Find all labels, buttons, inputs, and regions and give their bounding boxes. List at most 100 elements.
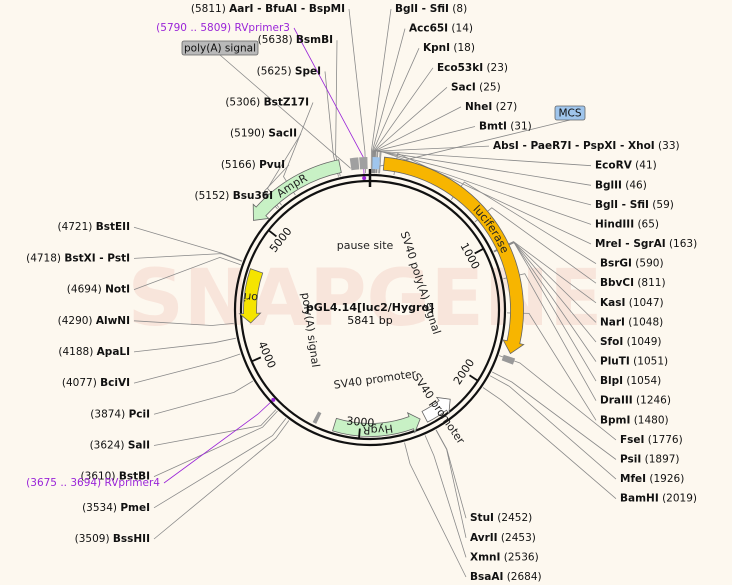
feature-box-label: poly(A) signal (184, 43, 256, 55)
restriction-site-label[interactable]: BpmI (1480) (600, 414, 669, 426)
inner-label: pause site (337, 239, 394, 252)
restriction-site-label[interactable]: (3874) PciI (90, 408, 150, 420)
restriction-site-label[interactable]: (4077) BciVI (62, 377, 130, 389)
primer-marker (271, 397, 276, 402)
restriction-site-label[interactable]: (5625) SpeI (257, 65, 321, 77)
feature-box[interactable] (554, 105, 586, 121)
leader-line (490, 375, 617, 480)
restriction-site-label[interactable]: BglI - SfiI (59) (595, 199, 674, 211)
restriction-site-label[interactable]: AbsI - PaeR7I - PspXI - XhoI (33) (493, 140, 680, 152)
leader-line (133, 226, 243, 262)
restriction-site-label[interactable]: NheI (27) (465, 101, 517, 113)
restriction-site-label[interactable]: BlpI (1054) (600, 375, 661, 387)
restriction-site-label[interactable]: (5166) PvuI (221, 159, 285, 171)
restriction-site-label[interactable]: BglII (46) (595, 179, 647, 191)
feature-box-label: MCS (558, 108, 581, 120)
restriction-site-label[interactable]: (3624) SalI (90, 439, 150, 451)
feature-luciferase (382, 156, 525, 355)
primer-label[interactable]: (5790 .. 5809) RVprimer3 (156, 22, 290, 34)
restriction-site-label[interactable]: FseI (1776) (620, 434, 683, 446)
restriction-site-label[interactable]: AvrII (2453) (470, 532, 536, 544)
primer-marker (362, 176, 367, 181)
leader-line (370, 8, 392, 174)
restriction-site-label[interactable]: (4290) AlwNI (58, 315, 130, 327)
leader-line (153, 417, 287, 509)
leader-line (153, 420, 290, 540)
restriction-site-label[interactable]: KpnI (18) (423, 42, 475, 54)
restriction-site-label[interactable]: (3610) BstBI (81, 471, 150, 483)
restriction-site-label[interactable]: (3534) PmeI (82, 502, 150, 514)
feature-marker (312, 411, 322, 424)
inner-label: SV40 promoter (333, 367, 418, 391)
restriction-site-label[interactable]: (5811) AarI - BfuAI - BspMI (191, 3, 345, 15)
box-leader (375, 119, 571, 168)
tick-mark (268, 229, 277, 238)
tick-mark (469, 374, 479, 382)
tick-mark (358, 428, 361, 439)
restriction-site-label[interactable]: PluTI (1051) (600, 356, 668, 368)
leader-line (348, 8, 366, 174)
leader-line (424, 435, 467, 558)
feature-sv40-promoter (421, 396, 451, 423)
restriction-site-label[interactable]: SfoI (1049) (600, 336, 662, 348)
restriction-site-label[interactable]: (4721) BstEII (57, 221, 130, 233)
restriction-site-label[interactable]: (5638) BsmBI (258, 34, 333, 46)
restriction-site-label[interactable]: (3509) BssHII (75, 533, 150, 545)
leader-line (153, 380, 254, 415)
restriction-site-label[interactable]: BsaAI (2684) (470, 571, 542, 583)
restriction-site-label[interactable]: BsrGI (590) (600, 258, 664, 270)
restriction-site-label[interactable]: DraIII (1246) (600, 395, 671, 407)
restriction-site-label[interactable]: EcoRV (41) (595, 160, 657, 172)
restriction-site-label[interactable]: XmnI (2536) (470, 551, 539, 563)
feature-ampr (252, 159, 342, 221)
restriction-site-label[interactable]: (5152) Bsu36I (194, 190, 273, 202)
leader-line (133, 353, 241, 384)
tick-label: 4000 (255, 339, 278, 370)
restriction-site-label[interactable]: (4188) ApaLI (58, 346, 130, 358)
restriction-site-label[interactable]: (5306) BstZ17I (225, 97, 309, 109)
restriction-site-label[interactable]: (5190) SacII (230, 128, 297, 140)
restriction-site-label[interactable]: (4694) NotI (67, 284, 130, 296)
tick-label: 3000 (346, 414, 375, 429)
feature-marker (501, 354, 516, 365)
leader-line (133, 337, 236, 353)
restriction-site-label[interactable]: KasI (1047) (600, 297, 664, 309)
restriction-site-label[interactable]: NarI (1048) (600, 316, 663, 328)
feature-label-hygr: HygR (362, 422, 394, 437)
plasmid-name: pGL4.14[luc2/Hygro] (306, 301, 434, 314)
leader-line (133, 256, 241, 290)
restriction-site-label[interactable]: HindIII (65) (595, 218, 659, 230)
leader-line (153, 410, 278, 477)
restriction-site-label[interactable]: MfeI (1926) (620, 473, 684, 485)
feature-box[interactable] (181, 40, 259, 56)
restriction-site-label[interactable]: BbvCI (811) (600, 277, 666, 289)
restriction-site-label[interactable]: Eco53kI (23) (437, 62, 508, 74)
restriction-site-label[interactable]: PsiI (1897) (620, 453, 680, 465)
tick-label: 5000 (267, 225, 295, 255)
restriction-site-label[interactable]: Acc65I (14) (409, 23, 473, 35)
primer-label[interactable]: (3675 .. 3694) RVprimer4 (26, 477, 160, 489)
box-leader (219, 54, 351, 169)
backbone (233, 169, 507, 447)
tick-mark (474, 247, 484, 255)
primer-leader (163, 399, 274, 484)
restriction-site-label[interactable]: StuI (2452) (470, 512, 532, 524)
leader-line (153, 409, 277, 446)
restriction-site-label[interactable]: SacI (25) (451, 81, 501, 93)
restriction-site-label[interactable]: MreI - SgrAI (163) (595, 238, 697, 250)
restriction-site-label[interactable]: BglI - SfiI (8) (395, 3, 467, 15)
tick-label: 2000 (451, 356, 477, 387)
leader-line (492, 371, 617, 460)
feature-ori (238, 268, 264, 324)
feature-hygr (332, 412, 421, 437)
leader-line (371, 28, 406, 174)
feature-label-luciferase: luciferase (470, 203, 511, 256)
leader-line (404, 442, 467, 578)
feature-marker (349, 157, 360, 171)
primer-leader (293, 27, 365, 179)
restriction-site-label[interactable]: BamHI (2019) (620, 493, 697, 505)
restriction-site-label[interactable]: (4718) BstXI - PstI (26, 252, 130, 264)
leader-line (482, 387, 617, 500)
restriction-site-label[interactable]: BmtI (31) (479, 121, 532, 133)
